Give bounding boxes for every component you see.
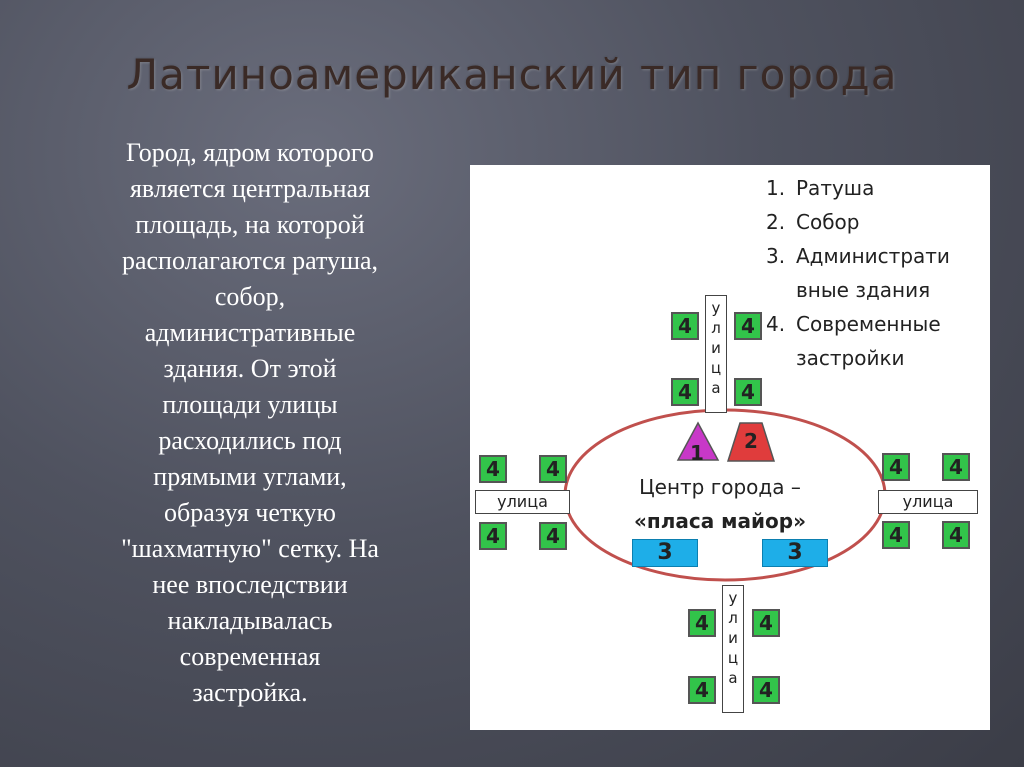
legend-item: 1.Ратуша: [766, 176, 875, 200]
text-line: административные: [144, 318, 356, 347]
modern-building: 4: [479, 522, 507, 550]
modern-building: 4: [671, 312, 699, 340]
text-line: располагаются ратуша,: [121, 246, 379, 275]
text-line: является центральная: [129, 174, 371, 203]
modern-building: 4: [539, 455, 567, 483]
legend-item: застройки: [796, 346, 905, 370]
text-line: расходились под: [158, 426, 342, 455]
modern-building: 4: [539, 522, 567, 550]
street-north: у л и ц а: [705, 295, 727, 413]
text-line: современная: [179, 642, 321, 671]
legend: 1.Ратуша 2.Собор 3.Администрати вные зда…: [766, 171, 986, 375]
street-south: у л и ц а: [722, 585, 744, 713]
modern-building: 4: [734, 312, 762, 340]
street-east: улица: [878, 490, 978, 514]
legend-item: вные здания: [796, 278, 931, 302]
text-line: "шахматную" сетку. На: [121, 534, 379, 563]
text-line: площади улицы: [162, 390, 338, 419]
modern-building: 4: [734, 378, 762, 406]
modern-building: 4: [942, 453, 970, 481]
cathedral-label: 2: [744, 429, 758, 453]
slide-title: Латиноамериканский тип города: [126, 50, 898, 99]
legend-item: 4.Современные: [766, 312, 941, 336]
description-text: Город, ядром которого является центральн…: [70, 135, 430, 711]
text-line: прямыми углами,: [153, 462, 347, 491]
text-line: здания. От этой: [163, 354, 337, 383]
modern-building: 4: [688, 609, 716, 637]
city-diagram: 1.Ратуша 2.Собор 3.Администрати вные зда…: [470, 165, 990, 730]
modern-building: 4: [882, 453, 910, 481]
modern-building: 4: [671, 378, 699, 406]
modern-building: 4: [882, 521, 910, 549]
modern-building: 4: [752, 676, 780, 704]
cathedral-trapezoid: [726, 422, 776, 462]
modern-building: 4: [942, 521, 970, 549]
text-line: собор,: [214, 282, 286, 311]
text-line: нее впоследствии: [152, 570, 348, 599]
street-west: улица: [475, 490, 570, 514]
admin-building: 3: [762, 539, 828, 567]
townhall-triangle: [676, 421, 720, 461]
text-line: образуя четкую: [164, 498, 336, 527]
modern-building: 4: [688, 676, 716, 704]
legend-item: 3.Администрати: [766, 244, 950, 268]
text-line: застройка.: [192, 678, 308, 707]
text-line: площадь, на которой: [135, 210, 365, 239]
legend-item: 2.Собор: [766, 210, 860, 234]
plaza-label: Центр города – «пласа майор»: [633, 475, 807, 533]
text-line: Город, ядром которого: [126, 138, 374, 167]
townhall-label: 1: [690, 441, 704, 465]
modern-building: 4: [752, 609, 780, 637]
admin-building: 3: [632, 539, 698, 567]
text-line: накладывалась: [167, 606, 333, 635]
modern-building: 4: [479, 455, 507, 483]
